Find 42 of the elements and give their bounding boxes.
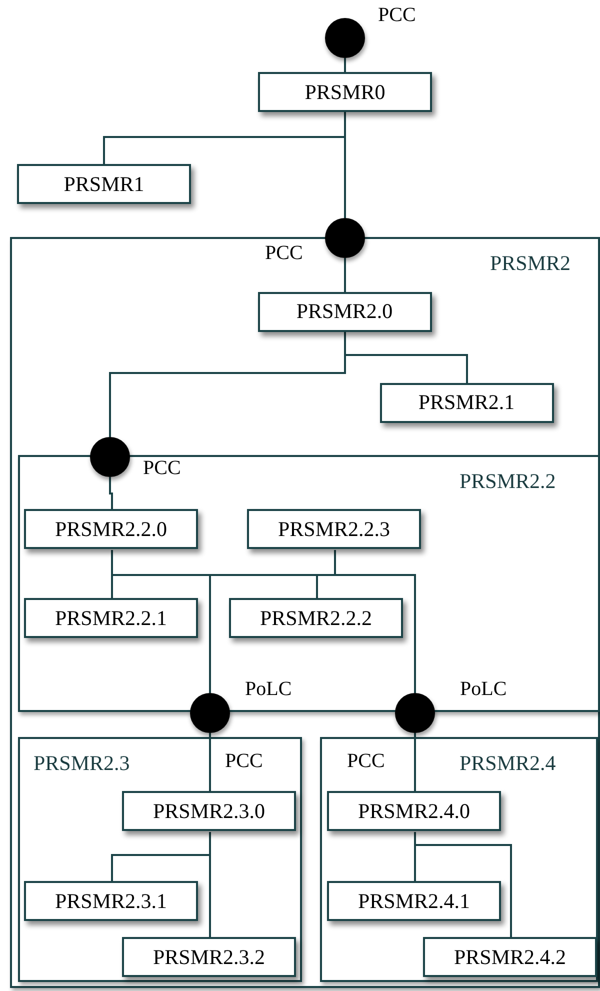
connector-line [344,258,346,292]
connector-line [414,832,512,938]
process-box: PRSMR2.3.0 [122,791,296,831]
process-box: PRSMR2.0 [258,292,432,332]
node-caption: PCC [378,4,416,27]
connector-line [209,733,211,792]
process-box: PRSMR2.2.0 [24,509,198,549]
connector-line [109,477,113,510]
connector-line [109,332,346,437]
node-caption: PCC [143,457,181,480]
junction-dot [325,18,365,58]
node-caption: PoLC [245,678,292,701]
connector-line [344,112,346,218]
junction-dot [90,436,130,476]
group-title: PRSMR2.3 [34,750,130,776]
connector-line [344,58,346,72]
group-frame [10,237,600,988]
group-title: PRSMR2 [490,251,571,276]
process-box: PRSMR2.2.1 [24,598,198,638]
node-caption: PoLC [460,678,507,701]
group-frame [320,736,598,982]
node-caption: PCC [347,750,385,773]
process-box: PRSMR2.2.3 [247,509,421,549]
group-title: PRSMR2.2 [460,468,556,494]
process-box: PRSMR2.3.2 [122,937,296,977]
process-box: PRSMR2.4.2 [423,937,597,977]
junction-dot [394,692,434,732]
group-frame [18,736,302,982]
group-frame [18,454,600,712]
group-title: PRSMR2.4 [460,750,556,776]
process-box: PRSMR1 [17,164,191,204]
process-box: PRSMR2.3.1 [24,881,198,921]
junction-dot [325,218,365,258]
process-box: PRSMR2.4.0 [327,791,501,831]
node-caption: PCC [225,750,263,773]
process-box: PRSMR2.2.2 [229,598,403,638]
process-box: PRSMR2.4.1 [327,881,501,921]
junction-dot [190,692,230,732]
process-box: PRSMR2.1 [380,382,554,422]
connector-line [414,733,416,792]
node-caption: PCC [265,242,303,265]
process-box: PRSMR0 [258,72,432,112]
